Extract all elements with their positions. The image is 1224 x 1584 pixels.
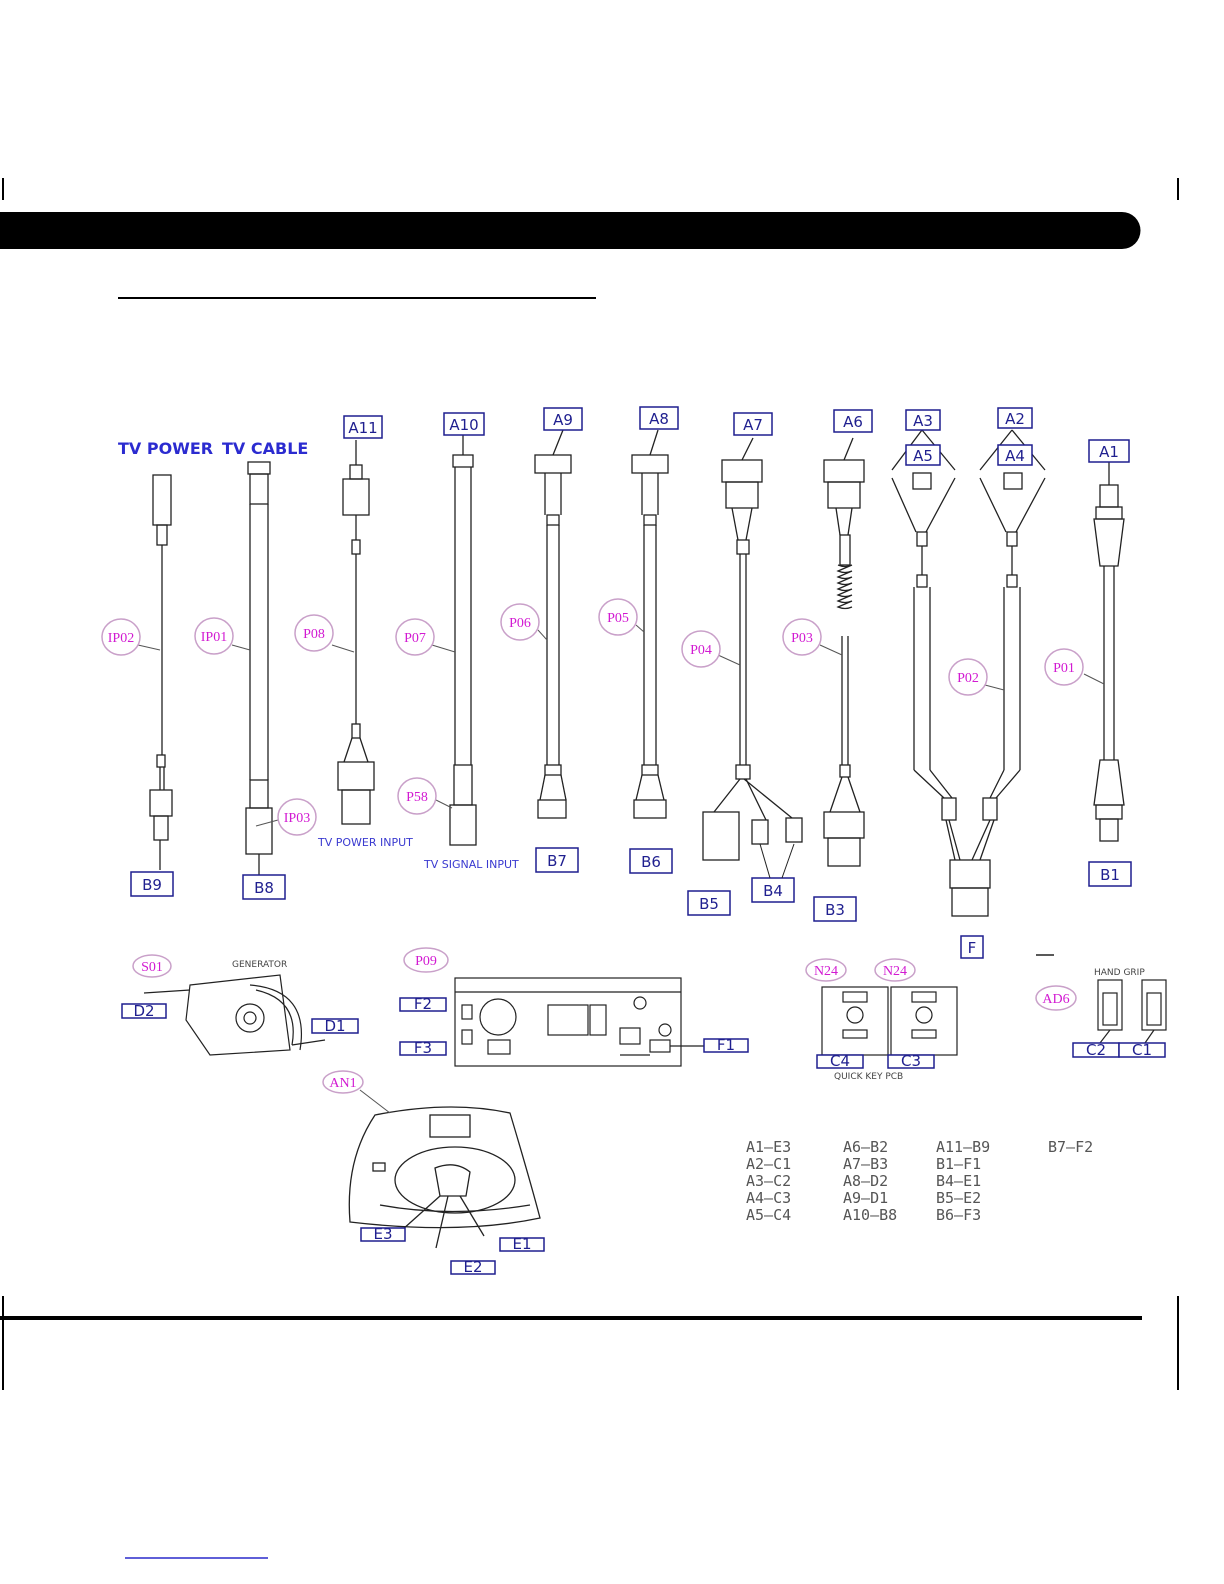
label-b1: B1 <box>1100 866 1120 884</box>
connection-mapping: A1—E3 A2—C1 A3—C2 A4—C3 A5—C4 A6—B2 A7—B… <box>746 1138 1093 1224</box>
map-a6-b2: A6—B2 <box>843 1138 888 1156</box>
control-board <box>454 977 706 1067</box>
label-a3: A3 <box>913 412 933 430</box>
map-b6-f3: B6—F3 <box>936 1206 981 1224</box>
map-b1-f1: B1—F1 <box>936 1155 981 1173</box>
tv-power-input-note: TV POWER INPUT <box>317 836 413 849</box>
bubble-p58: P58 <box>406 790 428 805</box>
map-a1-e3: A1—E3 <box>746 1138 791 1156</box>
label-c4: C4 <box>830 1052 850 1070</box>
bubble-p07: P07 <box>404 631 426 646</box>
map-b7-f2: B7—F2 <box>1048 1138 1093 1156</box>
quick-key-pcbs <box>821 986 958 1063</box>
label-f1: F1 <box>717 1036 735 1054</box>
header-bar <box>0 212 1141 249</box>
bubble-an1: AN1 <box>329 1076 356 1091</box>
label-c1: C1 <box>1132 1041 1152 1059</box>
cable-p07 <box>449 435 477 846</box>
cable-p06 <box>534 429 572 819</box>
label-a11: A11 <box>348 419 377 437</box>
bubble-p01: P01 <box>1053 661 1075 676</box>
map-a11-b9: A11—B9 <box>936 1138 990 1156</box>
cable-p04 <box>702 437 803 861</box>
label-b8: B8 <box>254 879 274 897</box>
bubble-p08: P08 <box>303 627 325 642</box>
bubble-ad6: AD6 <box>1042 992 1069 1007</box>
bubble-p02: P02 <box>957 671 979 686</box>
bubble-p03: P03 <box>791 631 813 646</box>
top-connector-labels: A11 A10 A9 A8 A7 A6 A3 A2 A5 A4 A1 <box>343 406 1130 466</box>
cable-p03 <box>823 437 865 867</box>
label-a10: A10 <box>449 416 478 434</box>
bubble-p09: P09 <box>415 954 437 969</box>
tv-signal-input-note: TV SIGNAL INPUT <box>423 858 519 871</box>
hand-grip <box>1097 979 1167 1044</box>
map-a8-d2: A8—D2 <box>843 1172 888 1190</box>
bubble-s01: S01 <box>141 960 163 975</box>
bubble-ip03: IP03 <box>284 811 310 826</box>
map-a7-b3: A7—B3 <box>843 1155 888 1173</box>
hand-grip-label: HAND GRIP <box>1094 968 1145 978</box>
map-a2-c1: A2—C1 <box>746 1155 791 1173</box>
label-c3: C3 <box>901 1052 921 1070</box>
map-a5-c4: A5—C4 <box>746 1206 791 1224</box>
label-a2: A2 <box>1005 410 1025 428</box>
cable-p02 <box>891 429 1046 917</box>
tv-cable-heading: TV CABLE <box>222 439 308 458</box>
generator <box>143 974 326 1056</box>
tv-power-heading: TV POWER <box>118 439 213 458</box>
label-b9: B9 <box>142 876 162 894</box>
cable-p05 <box>631 429 669 819</box>
map-a10-b8: A10—B8 <box>843 1206 897 1224</box>
generator-label: GENERATOR <box>232 960 287 970</box>
bubble-ip01: IP01 <box>201 630 227 645</box>
label-d2: D2 <box>133 1002 154 1020</box>
label-e2: E2 <box>463 1258 482 1276</box>
cable-ip01 <box>245 461 273 875</box>
cable-ip02 <box>149 474 173 870</box>
label-a6: A6 <box>843 413 863 431</box>
label-f2: F2 <box>414 995 432 1013</box>
cable-p08 <box>337 440 375 825</box>
map-a3-c2: A3—C2 <box>746 1172 791 1190</box>
label-f: F <box>968 939 977 957</box>
bubble-n24-left: N24 <box>814 964 838 979</box>
label-a7: A7 <box>743 416 763 434</box>
console-housing <box>348 1106 541 1249</box>
map-a9-d1: A9—D1 <box>843 1189 888 1207</box>
bubble-leaders <box>137 624 1105 827</box>
label-a5: A5 <box>913 447 933 465</box>
bubble-p04: P04 <box>690 643 712 658</box>
label-c2: C2 <box>1086 1041 1106 1059</box>
label-b6: B6 <box>641 853 661 871</box>
label-a9: A9 <box>553 411 573 429</box>
label-b5: B5 <box>699 895 719 913</box>
label-a4: A4 <box>1005 447 1025 465</box>
bubble-p06: P06 <box>509 616 531 631</box>
label-e3: E3 <box>373 1225 392 1243</box>
bubble-p05: P05 <box>607 611 629 626</box>
label-a8: A8 <box>649 410 669 428</box>
map-b4-e1: B4—E1 <box>936 1172 981 1190</box>
quick-key-label: QUICK KEY PCB <box>834 1072 903 1082</box>
label-b7: B7 <box>547 852 567 870</box>
cable-p01 <box>1093 462 1125 842</box>
label-f3: F3 <box>414 1039 432 1057</box>
label-b4: B4 <box>763 882 783 900</box>
label-d1: D1 <box>324 1017 345 1035</box>
cable-bubbles <box>101 598 1084 836</box>
label-a1: A1 <box>1099 443 1119 461</box>
bubble-n24-right: N24 <box>883 964 907 979</box>
map-b5-e2: B5—E2 <box>936 1189 981 1207</box>
map-a4-c3: A4—C3 <box>746 1189 791 1207</box>
bottom-connector-labels: B9 B8 B7 B6 B5 B4 B3 B1 F <box>130 843 1132 959</box>
label-e1: E1 <box>512 1235 531 1253</box>
label-b3: B3 <box>825 901 845 919</box>
bubble-ip02: IP02 <box>108 631 134 646</box>
